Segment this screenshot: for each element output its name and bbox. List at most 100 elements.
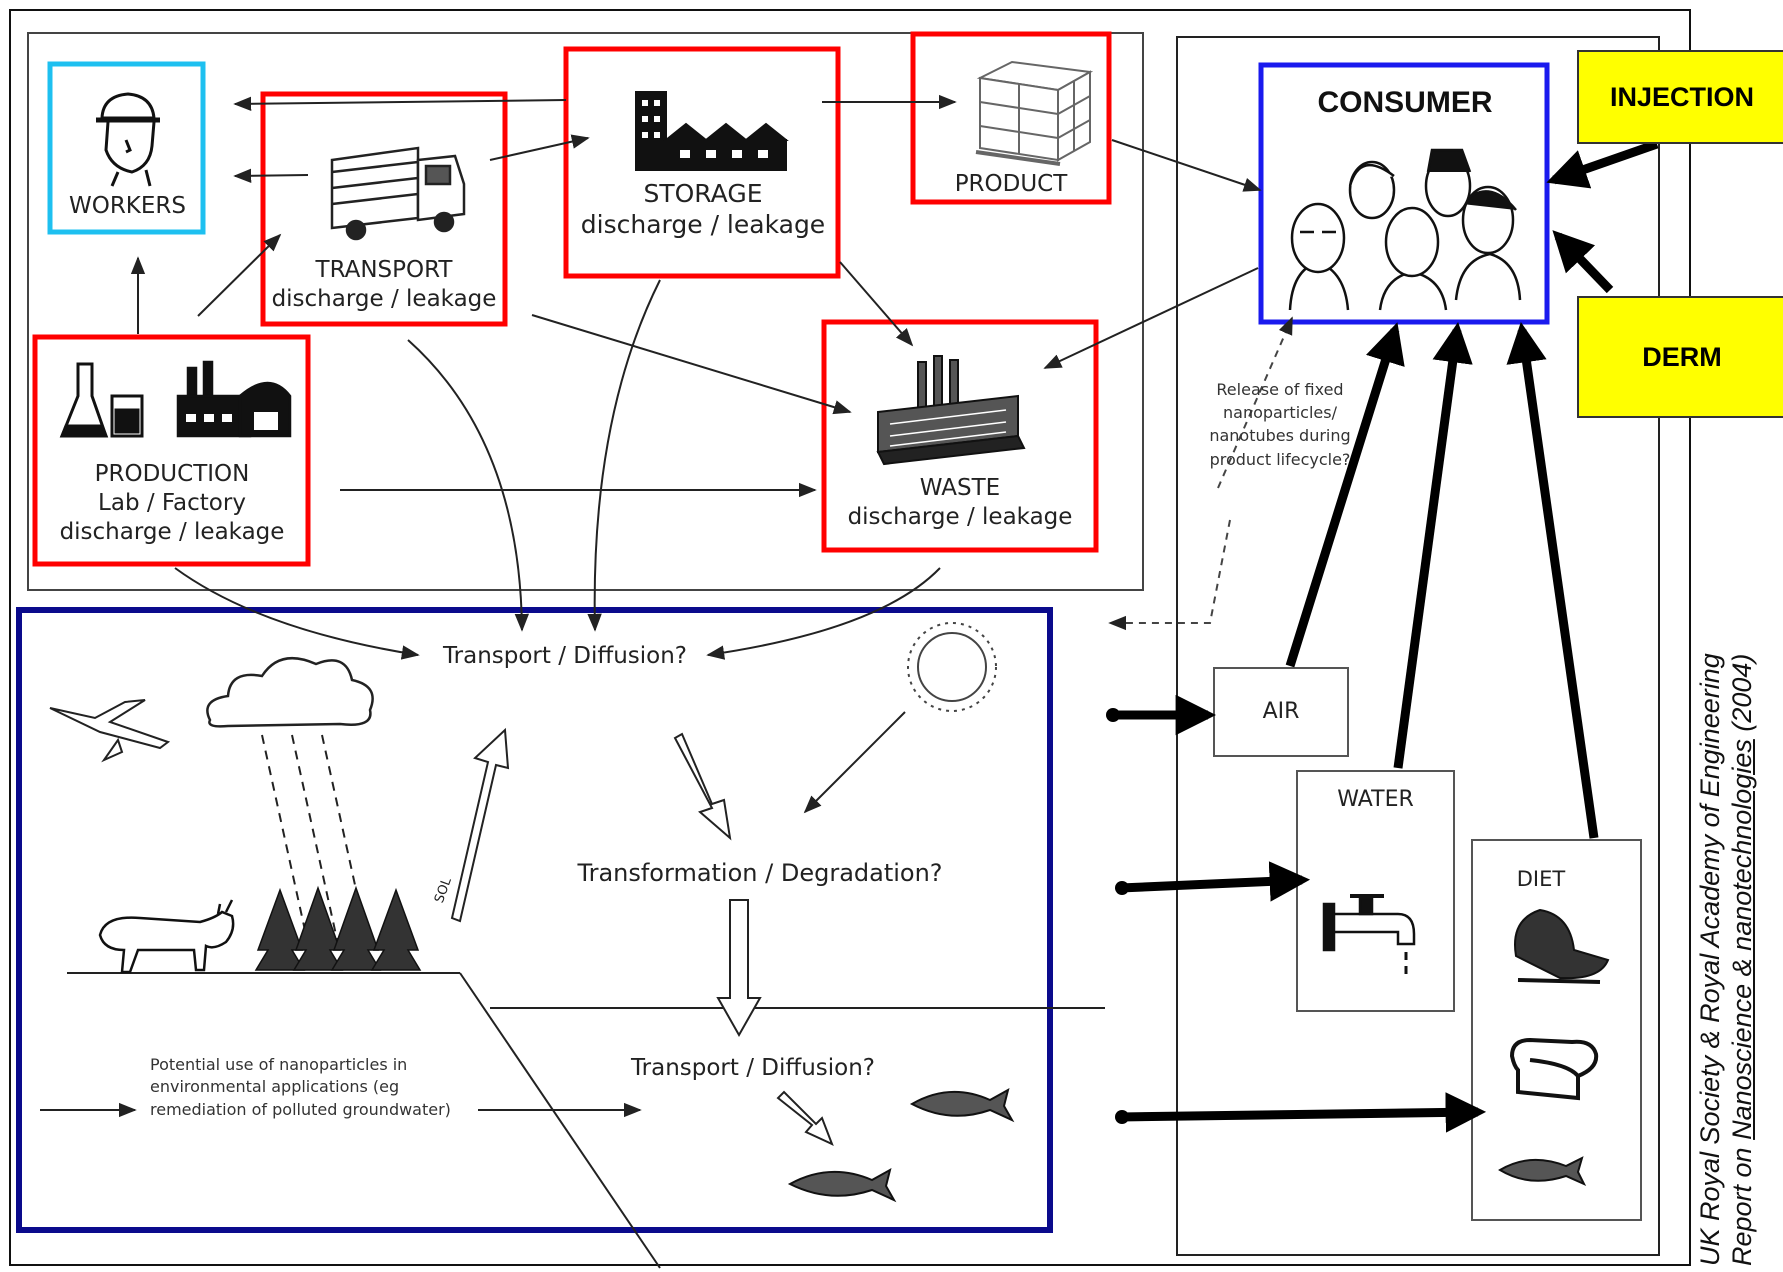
flask-icon	[59, 362, 144, 438]
air-label: AIR	[1262, 699, 1300, 724]
potential-use-2: environmental applications (eg	[150, 1077, 400, 1097]
release-note-3: nanotubes during	[1209, 426, 1351, 446]
transport-diffusion-bottom: Transport / Diffusion?	[630, 1055, 876, 1081]
bold-arrow-env-to-diet	[1119, 1092, 1487, 1133]
consumer-box	[1258, 62, 1550, 325]
truck-icon	[330, 146, 466, 241]
product-box	[910, 31, 1112, 205]
environment-box	[16, 607, 1053, 1233]
dot-water	[1115, 881, 1129, 895]
diet-box	[1471, 839, 1642, 1221]
potential-use-note: Potential use of nanoparticles in enviro…	[150, 1054, 490, 1121]
sun-icon	[907, 622, 997, 712]
bold-arrow-derm	[1552, 230, 1614, 294]
workers-label: WORKERS	[68, 193, 187, 219]
bread-icon	[1509, 1037, 1599, 1101]
waste-box	[821, 319, 1099, 553]
arrow-transport-to-storage	[489, 134, 590, 161]
factory-icon	[635, 91, 789, 171]
release-note-1: Release of fixed	[1216, 380, 1344, 399]
storage-title: STORAGE	[643, 179, 763, 208]
hollow-arrow-down-1	[673, 732, 732, 841]
production-title: PRODUCTION	[94, 461, 250, 487]
fish-icon	[787, 1088, 1587, 1203]
transport-box	[260, 91, 508, 327]
boxes-icon	[975, 60, 1094, 166]
transport-title: TRANSPORT	[315, 257, 453, 283]
bold-arrow-water-to-consumer	[1393, 321, 1473, 769]
arrow-storage-to-workers	[233, 96, 567, 112]
tap-icon	[1322, 894, 1416, 974]
arrow-transport-to-workers	[233, 168, 309, 183]
bold-arrow-env-to-water	[1119, 861, 1311, 902]
hollow-arrow-up	[450, 727, 510, 923]
worker-head-icon	[96, 92, 160, 187]
release-note-2: nanoparticles/	[1223, 403, 1337, 423]
transport-label: TRANSPORT discharge / leakage	[266, 256, 502, 314]
hollow-arrow-fish	[776, 1090, 834, 1146]
arrow-consumer-to-waste	[1043, 267, 1259, 369]
production-label: PRODUCTION Lab / Factory discharge / lea…	[38, 460, 306, 546]
cloud-icon	[206, 656, 374, 728]
rain-2	[291, 734, 339, 945]
arrow-sun-to-transformation	[803, 711, 906, 814]
workers-box	[47, 61, 206, 235]
people-group-icon	[1288, 148, 1522, 311]
water-label: WATER	[1337, 787, 1414, 812]
derm-box: DERM	[1577, 296, 1783, 418]
waste-title: WASTE	[919, 475, 1001, 501]
dot-air	[1106, 708, 1120, 722]
diet-label: DIET	[1516, 867, 1566, 891]
airplane-icon	[49, 699, 171, 763]
citation-line2: Report on Nanoscience & nanotechnologies…	[1726, 653, 1758, 1266]
storage-label: STORAGE discharge / leakage	[568, 178, 838, 241]
production-sub1: Lab / Factory	[98, 489, 246, 516]
arrow-storage-to-diffusion	[587, 279, 661, 632]
citation-prefix: Report on	[1727, 1139, 1758, 1266]
trees-icon	[254, 885, 422, 971]
dot-diet	[1115, 1110, 1129, 1124]
waste-sub: discharge / leakage	[847, 503, 1073, 530]
citation-year: (2004)	[1727, 653, 1758, 740]
bold-arrow-air-to-consumer	[1285, 322, 1405, 668]
citation-title: Nanoscience & nanotechnologies	[1727, 739, 1758, 1140]
arrow-transport-to-waste	[531, 314, 852, 415]
citation-line1: UK Royal Society & Royal Academy of Engi…	[1695, 653, 1725, 1266]
production-box	[32, 334, 311, 567]
consumer-label: CONSUMER	[1317, 86, 1493, 119]
hollow-arrow-down-2	[716, 899, 762, 1038]
storage-sub: discharge / leakage	[580, 210, 826, 240]
arrow-transport-to-diffusion	[407, 339, 530, 632]
rain-1	[261, 734, 309, 945]
food-icon	[1514, 908, 1610, 984]
storage-box	[563, 46, 841, 279]
potential-use-1: Potential use of nanoparticles in	[150, 1055, 408, 1074]
source-region-frame	[27, 32, 1144, 591]
potential-use-3: remediation of polluted groundwater)	[150, 1099, 451, 1119]
cow-icon	[98, 899, 235, 974]
dashed-release-up	[1217, 316, 1293, 489]
arrow-storage-to-waste	[839, 261, 914, 347]
bold-arrow-diet-to-consumer	[1506, 321, 1599, 839]
dashed-release-to-environment	[1108, 519, 1231, 631]
arrow-product-to-consumer	[1111, 139, 1262, 192]
production-sub2: discharge / leakage	[59, 518, 285, 545]
release-note-4: product lifecycle?	[1209, 449, 1351, 469]
production-factory-icon	[176, 360, 292, 438]
transport-diffusion-top: Transport / Diffusion?	[442, 643, 688, 669]
waste-label: WASTE discharge / leakage	[826, 474, 1094, 532]
transport-sub: discharge / leakage	[271, 285, 497, 312]
arrow-waste-to-diffusion	[706, 567, 941, 660]
product-label: PRODUCT	[954, 171, 1068, 197]
derm-label: DERM	[1642, 341, 1722, 372]
arrow-production-to-diffusion	[174, 567, 420, 660]
injection-box: INJECTION	[1577, 50, 1783, 144]
release-note: Release of fixed nanoparticles/ nanotube…	[1180, 378, 1380, 471]
transformation-label: Transformation / Degradation?	[577, 859, 943, 887]
injection-label: INJECTION	[1609, 81, 1755, 112]
slope-line	[459, 972, 661, 1269]
citation: UK Royal Society & Royal Academy of Engi…	[1694, 653, 1759, 1266]
outer-frame	[9, 9, 1691, 1266]
waste-factory-icon	[876, 355, 1026, 466]
